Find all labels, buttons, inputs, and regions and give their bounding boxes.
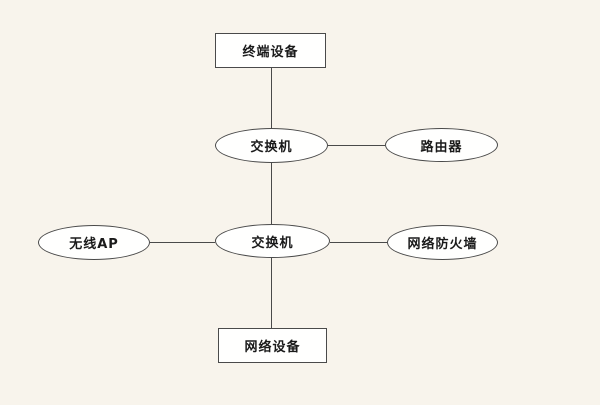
node-switch-center: 交换机 <box>215 224 330 258</box>
node-network-firewall-label: 网络防火墙 <box>407 237 478 252</box>
node-network-firewall: 网络防火墙 <box>387 225 498 260</box>
edge-terminal-device-to-switch <box>271 68 272 128</box>
node-switch-upper: 交换机 <box>215 128 328 163</box>
node-switch-upper-label: 交换机 <box>250 140 293 155</box>
node-terminal-device-label: 终端设备 <box>242 45 299 60</box>
node-terminal-device: 终端设备 <box>215 33 326 68</box>
node-router: 路由器 <box>385 128 498 162</box>
edge-wireless-ap-to-switch <box>150 242 215 243</box>
edge-switch-to-switch <box>271 163 272 224</box>
node-router-label: 路由器 <box>420 139 463 155</box>
node-switch-center-label: 交换机 <box>251 235 294 251</box>
node-wireless-ap: 无线AP <box>38 225 150 260</box>
node-wireless-ap-label: 无线AP <box>69 237 119 252</box>
node-network-device: 网络设备 <box>218 328 327 363</box>
edge-switch-to-network-firewall <box>330 242 387 243</box>
edge-switch-to-network-device <box>271 258 272 328</box>
node-network-device-label: 网络设备 <box>244 340 301 355</box>
edge-switch-to-router <box>328 145 385 146</box>
